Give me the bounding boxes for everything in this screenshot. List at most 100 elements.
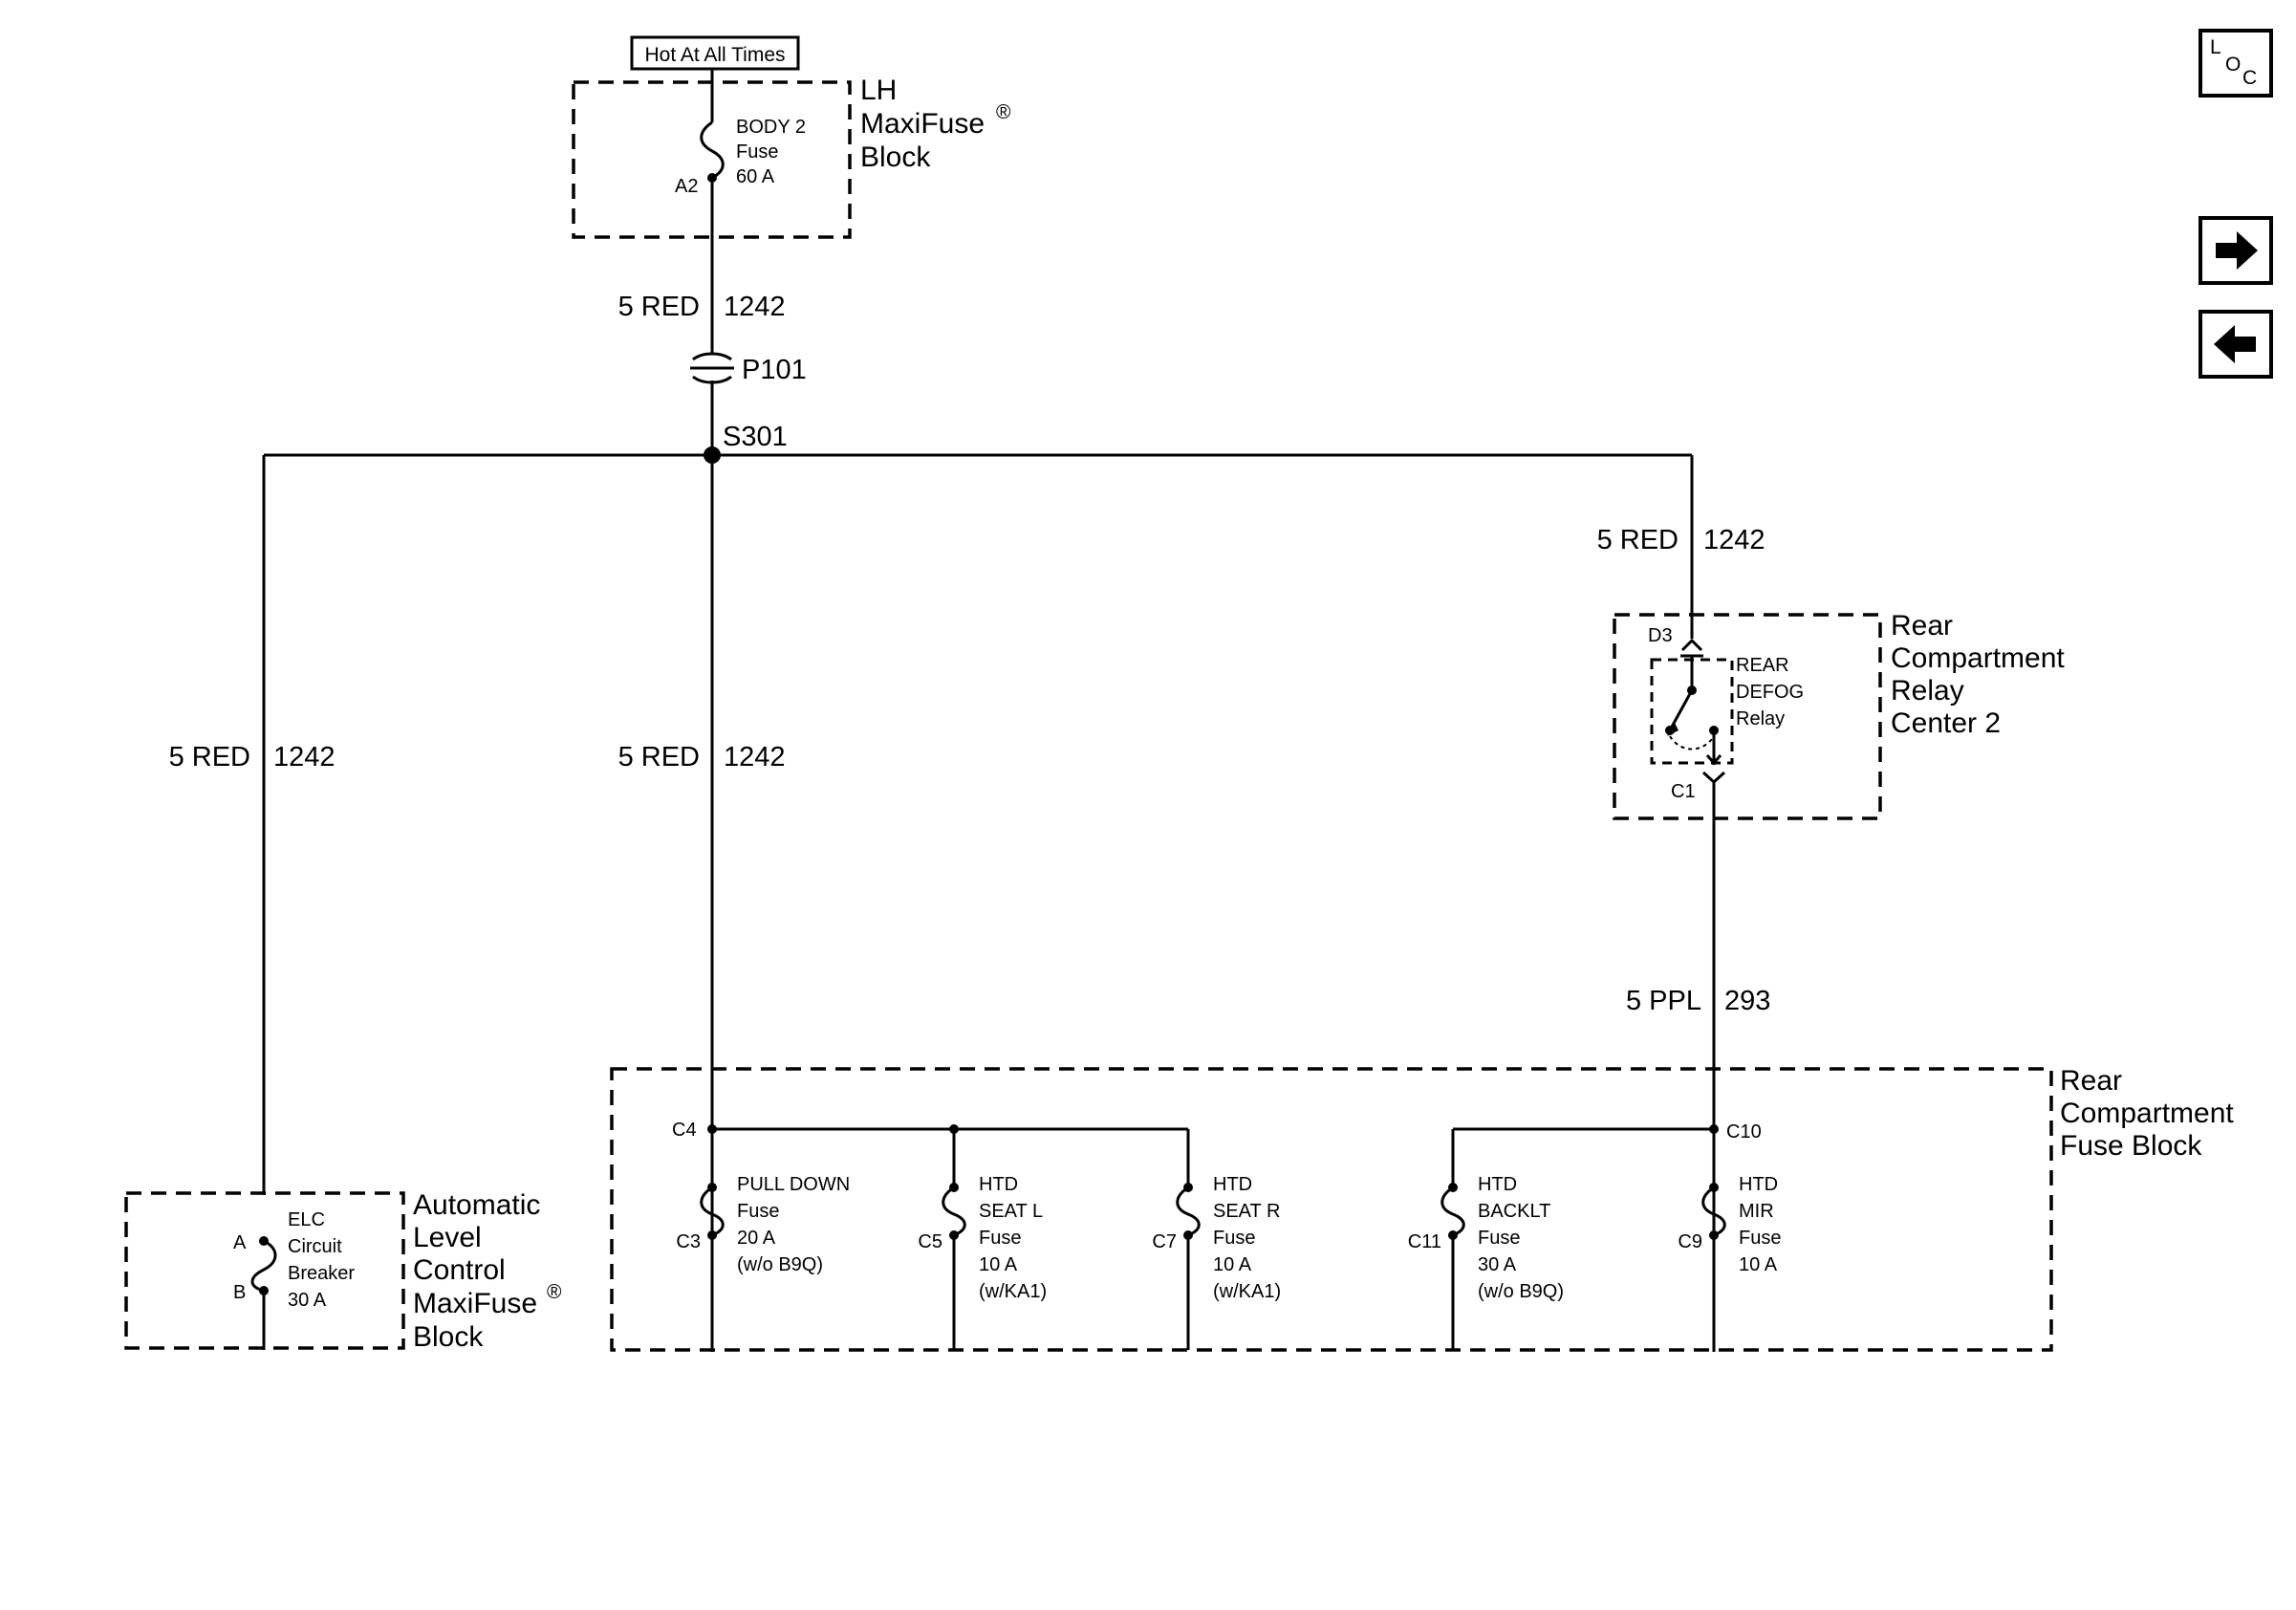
fuse-label-line: Fuse	[1739, 1228, 1781, 1249]
svg-text:1242: 1242	[273, 742, 336, 772]
wire-label-right: 5 RED 1242	[1597, 525, 1765, 555]
svg-text:5 RED: 5 RED	[618, 742, 700, 772]
lh-maxifuse-block-label: LH MaxiFuse ® Block	[860, 75, 1011, 173]
svg-text:O: O	[2225, 54, 2241, 76]
fuse-htd-mir: C9 HTD MIR Fuse 10 A	[1678, 1129, 1781, 1350]
fuse-label-line: HTD	[1478, 1174, 1517, 1195]
fuse-htd-seat-l: C5 HTD SEAT L Fuse 10 A (w/KA1)	[918, 1129, 1047, 1350]
relay-pin-d3: D3	[1648, 625, 1673, 646]
connector-p101: P101	[690, 352, 807, 385]
svg-text:Hot At All Times: Hot At All Times	[644, 44, 785, 66]
fuse-label-line: 30 A	[1478, 1254, 1517, 1275]
svg-text:Automatic: Automatic	[413, 1189, 540, 1221]
relay-center-outline	[1613, 613, 1882, 820]
svg-text:Compartment: Compartment	[1891, 642, 2065, 674]
wire-label-left: 5 RED 1242	[169, 742, 336, 772]
svg-text:®: ®	[996, 101, 1011, 123]
fuse-label-line: PULL DOWN	[737, 1174, 850, 1195]
relay-pin-c1: C1	[1671, 781, 1696, 802]
pin-c4: C4	[672, 1120, 697, 1141]
svg-text:LH: LH	[860, 75, 897, 106]
svg-text:MaxiFuse: MaxiFuse	[413, 1288, 537, 1319]
elc-block-outline	[124, 1191, 405, 1350]
svg-text:®: ®	[547, 1281, 562, 1303]
svg-text:30 A: 30 A	[288, 1290, 327, 1311]
svg-text:Relay: Relay	[1891, 675, 1964, 707]
fuse-label-line: (w/o B9Q)	[1478, 1281, 1564, 1302]
fuse-label-line: BACKLT	[1478, 1201, 1550, 1222]
prev-page-button[interactable]	[2199, 310, 2273, 379]
svg-text:1242: 1242	[724, 742, 786, 772]
svg-text:Rear: Rear	[1891, 610, 1953, 642]
svg-text:Circuit: Circuit	[288, 1236, 342, 1257]
wire-label-center: 5 RED 1242	[618, 742, 786, 772]
svg-text:Center 2: Center 2	[1891, 707, 2001, 739]
svg-text:L: L	[2210, 36, 2221, 58]
rear-fuse-block-outline	[610, 1067, 2053, 1352]
fuse-htd-backlt: C11 HTD BACKLT Fuse 30 A (w/o B9Q)	[1408, 1129, 1564, 1350]
fuse-label-line: MIR	[1739, 1201, 1774, 1222]
svg-text:Level: Level	[413, 1222, 482, 1253]
fuse-label-line: HTD	[1739, 1174, 1778, 1195]
splice-s301-label: S301	[723, 422, 788, 452]
fuse-label-line: SEAT L	[979, 1201, 1043, 1222]
hot-at-all-times-label: Hot At All Times	[630, 35, 800, 71]
fuse-label-line: HTD	[1213, 1174, 1252, 1195]
wire-label-ppl: 5 PPL 293	[1626, 986, 1770, 1016]
svg-text:P101: P101	[742, 355, 807, 385]
svg-text:293: 293	[1724, 986, 1770, 1016]
svg-text:5 RED: 5 RED	[169, 742, 250, 772]
svg-text:C: C	[2242, 67, 2257, 89]
splice-s301-dot	[704, 446, 721, 464]
elc-circuit-breaker: A B ELC Circuit Breaker 30 A	[233, 1209, 355, 1350]
svg-text:Breaker: Breaker	[288, 1263, 355, 1284]
loc-button[interactable]: L O C	[2199, 29, 2273, 98]
fuse-pin: C9	[1678, 1231, 1702, 1252]
fuse-label-line: Fuse	[1478, 1228, 1520, 1249]
svg-text:60 A: 60 A	[736, 166, 775, 187]
fuse-label-line: Fuse	[1213, 1228, 1255, 1249]
fuse-label-line: HTD	[979, 1174, 1018, 1195]
fuse-label-line: Fuse	[737, 1201, 779, 1222]
fuse-label-line: 10 A	[979, 1254, 1018, 1275]
svg-text:ELC: ELC	[288, 1209, 325, 1230]
svg-text:Fuse Block: Fuse Block	[2060, 1130, 2202, 1162]
svg-text:5 RED: 5 RED	[618, 292, 700, 322]
svg-text:Compartment: Compartment	[2060, 1098, 2234, 1129]
svg-text:5 RED: 5 RED	[1597, 525, 1679, 555]
fuse-label-line: 10 A	[1213, 1254, 1252, 1275]
svg-text:5 PPL: 5 PPL	[1626, 986, 1701, 1016]
svg-text:1242: 1242	[724, 292, 786, 322]
svg-text:Block: Block	[860, 141, 931, 173]
svg-text:Control: Control	[413, 1254, 506, 1286]
fuse-label-line: (w/KA1)	[979, 1281, 1047, 1302]
svg-text:DEFOG: DEFOG	[1736, 682, 1804, 703]
elc-pin-b: B	[233, 1282, 246, 1303]
fuse-label-line: 10 A	[1739, 1254, 1778, 1275]
svg-text:Block: Block	[413, 1321, 484, 1353]
fuse-label-line: 20 A	[737, 1228, 776, 1249]
elc-block-label: Automatic Level Control MaxiFuse ® Block	[413, 1189, 562, 1353]
body2-fuse: A2 BODY 2 Fuse 60 A	[675, 69, 806, 354]
svg-text:REAR: REAR	[1736, 655, 1789, 676]
arrow-left-icon	[2214, 325, 2256, 363]
fuse-label-line: (w/o B9Q)	[737, 1254, 823, 1275]
svg-text:Rear: Rear	[2060, 1065, 2122, 1097]
arrow-right-icon	[2216, 231, 2258, 270]
wire-label-top: 5 RED 1242	[618, 292, 786, 322]
elc-pin-a: A	[233, 1232, 247, 1253]
fuse-label-line: (w/KA1)	[1213, 1281, 1281, 1302]
fuse-label-line: SEAT R	[1213, 1201, 1280, 1222]
pin-c10: C10	[1726, 1121, 1762, 1142]
fuse-pin: C5	[918, 1231, 942, 1252]
relay-center-label: Rear Compartment Relay Center 2	[1891, 610, 2065, 739]
next-page-button[interactable]	[2199, 216, 2273, 285]
svg-text:MaxiFuse: MaxiFuse	[860, 108, 985, 140]
body2-fuse-pin: A2	[675, 176, 698, 197]
fuse-label-line: Fuse	[979, 1228, 1021, 1249]
svg-text:Fuse: Fuse	[736, 141, 778, 163]
fuse-pin: C11	[1408, 1231, 1441, 1252]
svg-text:BODY 2: BODY 2	[736, 117, 806, 138]
